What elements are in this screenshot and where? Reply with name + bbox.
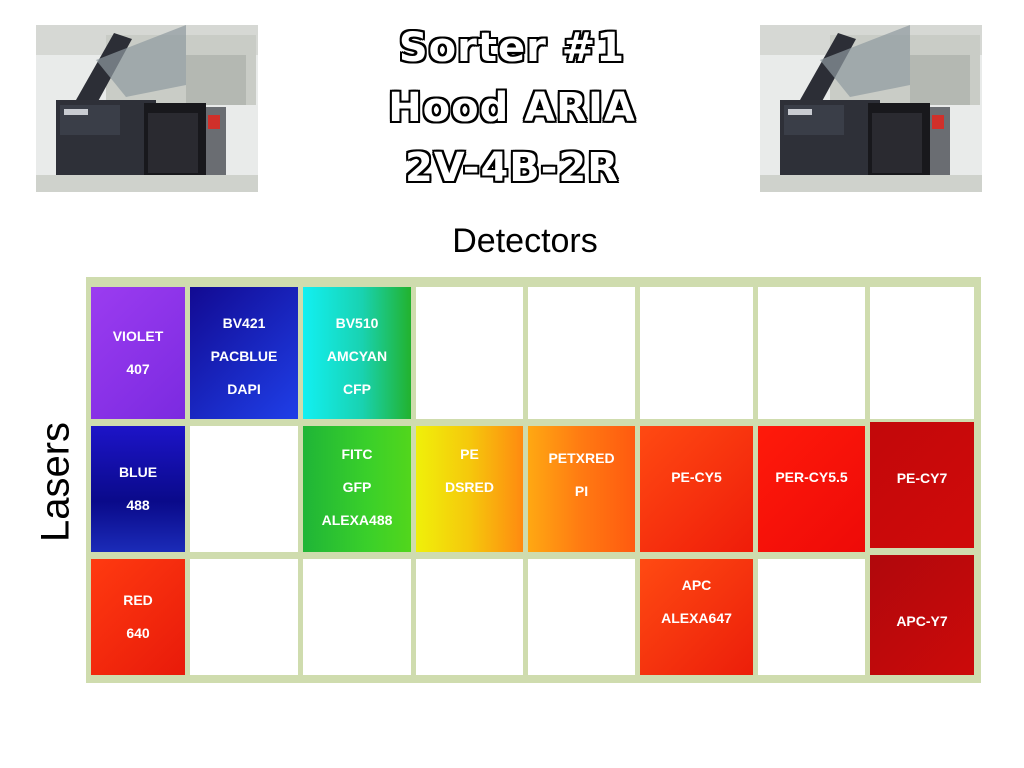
detector-cell-apc: APC ALEXA647 — [640, 559, 753, 675]
detector-cell-bv421: BV421 PACBLUE DAPI — [190, 287, 298, 419]
title-line-3: 2V-4B-2R — [404, 145, 620, 191]
detector-cell-pe-cy5: PE-CY5 — [640, 426, 753, 552]
sorter-photo-left — [36, 25, 258, 192]
laser-name: VIOLET — [112, 328, 164, 344]
fluorochrome-label: CFP — [343, 381, 371, 397]
laser-wavelength: 407 — [126, 361, 150, 377]
fluorochrome-label: PER-CY5.5 — [775, 469, 848, 485]
detector-cell-pe: PE DSRED — [416, 426, 523, 552]
fluorochrome-label: BV421 — [222, 315, 266, 331]
empty-detector-cell — [758, 287, 865, 419]
fluorochrome-label: BV510 — [335, 315, 379, 331]
empty-detector-cell — [303, 559, 411, 675]
fluorochrome-label: PE-CY5 — [671, 469, 722, 485]
empty-detector-cell — [190, 426, 298, 552]
detector-cell-petxred: PETXRED PI — [528, 426, 635, 552]
detector-cell-bv510: BV510 AMCYAN CFP — [303, 287, 411, 419]
empty-detector-cell — [190, 559, 298, 675]
laser-cell-violet: VIOLET 407 — [91, 287, 185, 419]
empty-detector-cell — [870, 287, 974, 419]
fluorochrome-label: PI — [574, 483, 589, 499]
laser-cell-blue: BLUE 488 — [91, 426, 185, 552]
empty-detector-cell — [640, 287, 753, 419]
detector-cell-pe-cy7: PE-CY7 — [870, 422, 974, 548]
empty-detector-cell — [416, 287, 523, 419]
fluorochrome-label: DAPI — [227, 381, 261, 397]
fluorochrome-label: PACBLUE — [210, 348, 278, 364]
laser-wavelength: 488 — [126, 497, 150, 513]
sorter-photo-right — [760, 25, 982, 192]
laser-wavelength: 640 — [126, 625, 150, 641]
title-line-1: Sorter #1 — [398, 25, 626, 71]
detector-cell-fitc: FITC GFP ALEXA488 — [303, 426, 411, 552]
fluorochrome-label: ALEXA647 — [661, 610, 732, 626]
fluorochrome-label: FITC — [341, 446, 373, 462]
fluorochrome-label: GFP — [342, 479, 372, 495]
detector-cell-apc-y7: APC-Y7 — [870, 555, 974, 675]
laser-cell-red: RED 640 — [91, 559, 185, 675]
page-title: Sorter #1 Hood ARIA 2V-4B-2R — [300, 18, 724, 198]
empty-detector-cell — [416, 559, 523, 675]
fluorochrome-label: PETXRED — [548, 450, 615, 466]
empty-detector-cell — [528, 287, 635, 419]
fluorochrome-label: ALEXA488 — [321, 512, 393, 528]
fluorochrome-label: PE — [460, 446, 479, 462]
laser-detector-grid: VIOLET 407 BV421 PACBLUE DAPI BV510 AMCY… — [86, 277, 981, 683]
empty-detector-cell — [528, 559, 635, 675]
laser-name: BLUE — [118, 464, 158, 480]
fluorochrome-label: APC-Y7 — [896, 613, 948, 629]
lasers-axis-label: Lasers — [33, 421, 78, 543]
title-line-2: Hood ARIA — [388, 85, 636, 131]
empty-detector-cell — [758, 559, 865, 675]
fluorochrome-label: PE-CY7 — [896, 470, 948, 486]
fluorochrome-label: AMCYAN — [326, 348, 388, 364]
fluorochrome-label: DSRED — [444, 479, 494, 495]
fluorochrome-label: APC — [681, 577, 712, 593]
laser-name: RED — [123, 592, 153, 608]
detector-cell-per-cy5-5: PER-CY5.5 — [758, 426, 865, 552]
detectors-axis-label: Detectors — [452, 222, 598, 260]
